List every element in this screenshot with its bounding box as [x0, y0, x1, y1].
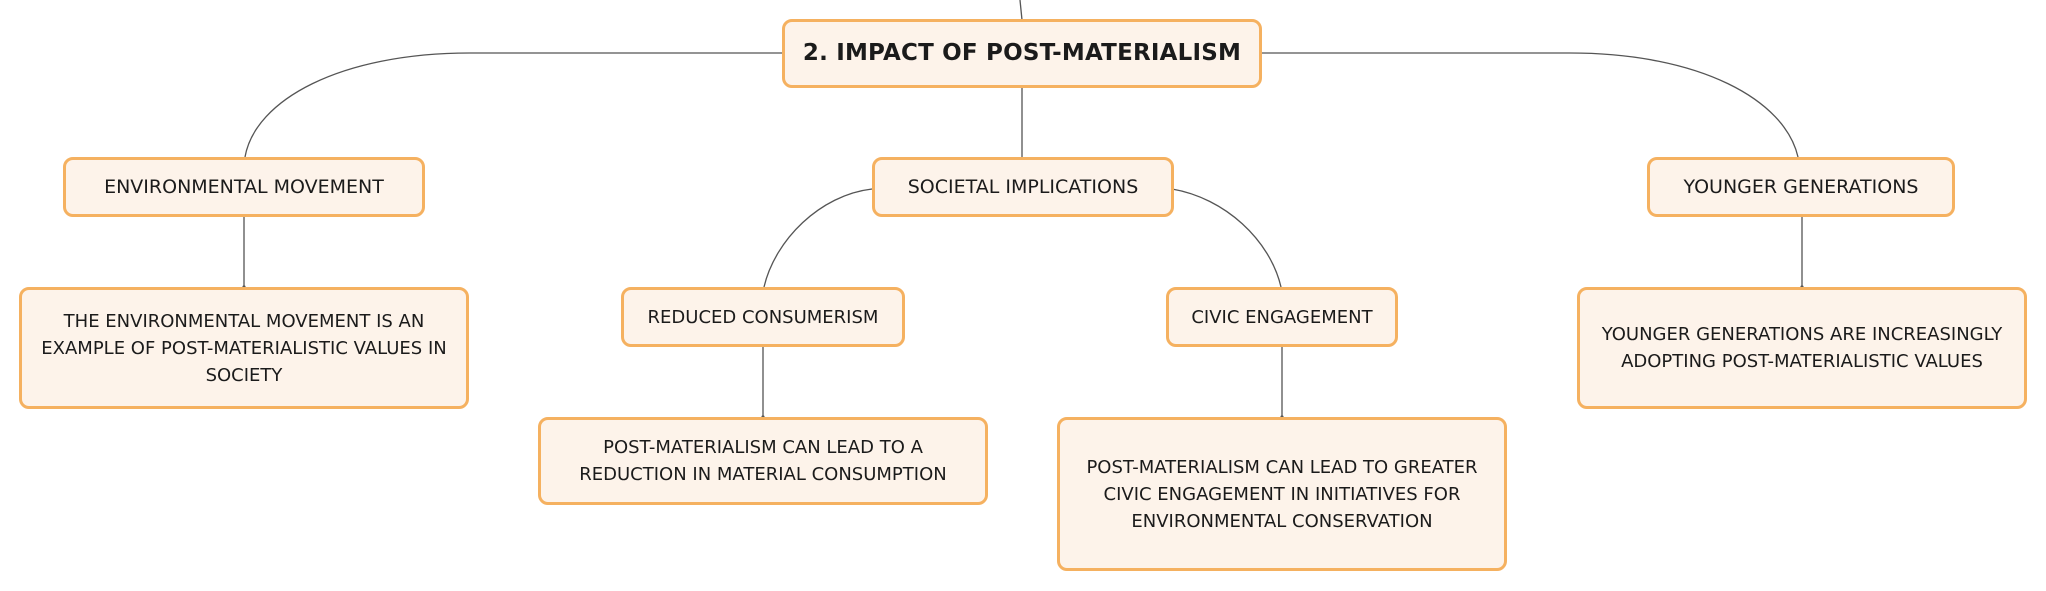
detail-node-text: POST-MATERIALISM CAN LEAD TO A REDUCTION… — [579, 437, 947, 485]
detail-node-text: THE ENVIRONMENTAL MOVEMENT IS AN EXAMPLE… — [41, 310, 447, 386]
topic-node-environmental-movement[interactable]: ENVIRONMENTAL MOVEMENT — [63, 157, 425, 217]
detail-node-text: POST-MATERIALISM CAN LEAD TO GREATER CIV… — [1086, 456, 1478, 532]
root-node[interactable]: 2. IMPACT OF POST-MATERIALISM — [782, 19, 1262, 88]
detail-node-civic-engagement[interactable]: POST-MATERIALISM CAN LEAD TO GREATER CIV… — [1057, 417, 1507, 571]
subtopic-node-reduced-consumerism[interactable]: REDUCED CONSUMERISM — [621, 287, 905, 347]
connector-parent-to-root — [1019, 0, 1023, 21]
topic-node-label: YOUNGER GENERATIONS — [1683, 175, 1919, 198]
connector-root-to-environmental-movement — [244, 52, 782, 158]
topic-node-younger-generations[interactable]: YOUNGER GENERATIONS — [1647, 157, 1955, 217]
root-node-label: 2. IMPACT OF POST-MATERIALISM — [802, 40, 1242, 66]
detail-node-reduced-consumerism[interactable]: POST-MATERIALISM CAN LEAD TO A REDUCTION… — [538, 417, 988, 505]
topic-node-societal-implications[interactable]: SOCIETAL IMPLICATIONS — [872, 157, 1174, 217]
detail-node-environmental-movement[interactable]: THE ENVIRONMENTAL MOVEMENT IS AN EXAMPLE… — [19, 287, 469, 409]
detail-node-text: YOUNGER GENERATIONS ARE INCREASINGLY ADO… — [1601, 324, 2003, 372]
connector-root-to-younger-generations — [1262, 52, 1799, 158]
connector-societal-to-civic-engagement — [1171, 188, 1282, 288]
topic-node-label: ENVIRONMENTAL MOVEMENT — [104, 175, 384, 198]
subtopic-node-label: CIVIC ENGAGEMENT — [1191, 306, 1373, 328]
detail-node-younger-generations[interactable]: YOUNGER GENERATIONS ARE INCREASINGLY ADO… — [1577, 287, 2027, 409]
subtopic-node-label: REDUCED CONSUMERISM — [647, 306, 879, 328]
topic-node-label: SOCIETAL IMPLICATIONS — [907, 175, 1139, 198]
subtopic-node-civic-engagement[interactable]: CIVIC ENGAGEMENT — [1166, 287, 1398, 347]
connector-societal-to-reduced-consumerism — [763, 188, 873, 288]
